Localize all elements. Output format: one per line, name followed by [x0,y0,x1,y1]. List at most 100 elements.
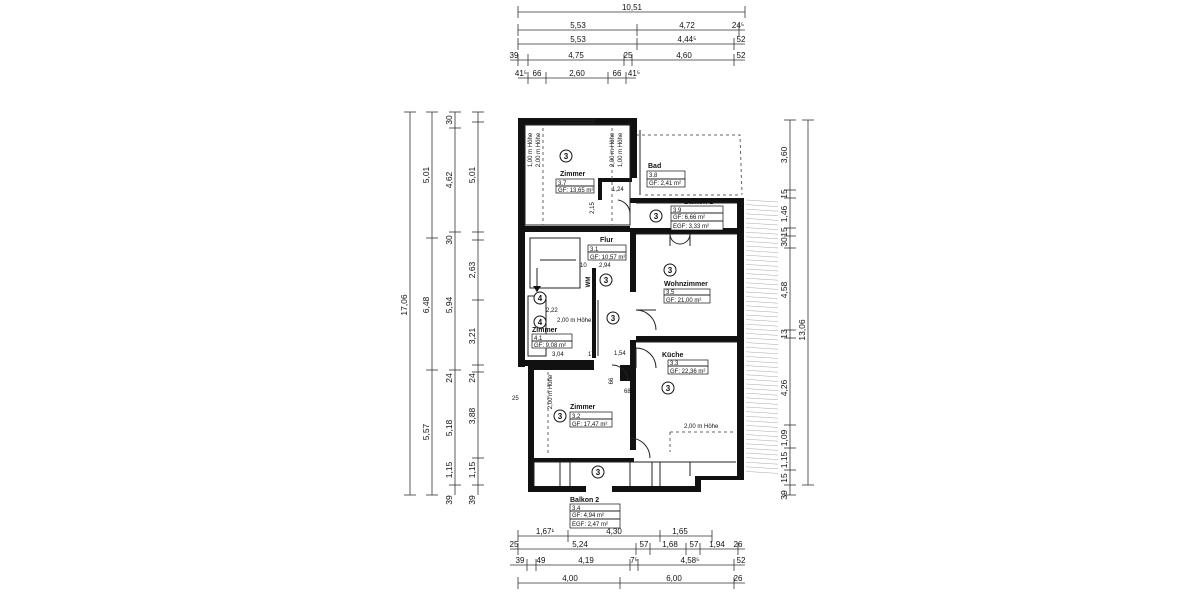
room-area: GF: 13,65 m² [558,188,593,194]
thin-lines [524,119,737,486]
dim-top-r2-a: 5,53 [570,21,586,30]
terrain-hatch-line [745,448,779,451]
terrain-hatch-line [745,461,779,465]
room-badge [649,209,663,223]
dim-right-f: 4,58 [779,281,789,298]
dim-left-c4-c: 30 [444,115,454,125]
room-dim-note: 10 [580,263,587,269]
dim-left-c4-h: 1,15 [467,461,477,478]
room-area: GF: 4,94 m² [572,513,604,519]
room-number: 3.7 [558,181,567,187]
dim-top-r3-b: 4,44⁵ [678,35,697,44]
room-width: 3,04 [552,352,564,358]
dim-right-e: 30 [779,237,789,247]
dim-bot-r3-f: 52 [737,556,746,565]
terrain-hatch-line [745,392,779,396]
terrain-hatch-line [745,264,779,267]
dim-left-c4-i: 30 [444,235,454,245]
room-width: 1,24 [612,187,624,193]
room-number: 3.8 [649,173,658,179]
room-name: Zimmer [560,171,586,178]
room-dim-note: 68 [624,389,631,395]
balcony-outline [636,134,743,196]
dim-top-r5-a: 41⁵ [515,69,527,78]
terrain-hatch-line [745,296,779,299]
terrain-hatch-line [745,406,779,410]
terrain-hatch-line [745,245,779,249]
dim-right-j: 1,15 [779,451,789,468]
dim-bot-r3-e: 4,58⁵ [681,556,700,565]
terrain-hatch-line [745,273,779,276]
dim-left-c4-d: 2,63 [467,261,477,278]
room-badge-number: 3 [604,276,609,285]
terrain-hatch-line [745,319,779,322]
dim-left-c3-b: 5,94 [444,296,454,313]
dim-right-total: 13,06 [797,319,807,341]
room-badge-number: 3 [611,314,616,323]
terrain-hatch-line [745,429,779,433]
terrain-hatch-line [745,360,779,364]
room-number: 3.2 [572,414,581,420]
terrain-hatch-line [745,438,779,442]
dim-bot-r2-a: 25 [510,540,519,549]
dim-bot-r4-c: 26 [734,574,743,583]
terrain-hatch-line [745,287,779,290]
terrain-hatch-line [745,204,779,207]
room-badge [663,263,677,277]
dim-bot-r1-b: 4,30 [606,527,622,536]
terrain-hatch-line [745,425,779,428]
room-badge [591,465,605,479]
dim-bot-r2-g: 26 [734,540,743,549]
terrain-hatch-line [745,402,779,405]
room-name: Balkon 1 [684,199,713,206]
room-zimmer-37: 3 Zimmer 3.7 GF: 13,65 m² 1,00 m Höhe 2,… [528,132,624,194]
dim-right-g: 13 [779,329,789,339]
dim-right-i: 1,09 [779,429,789,446]
room-area: GF: 10,57 m² [590,255,625,261]
dim-left-c4-k: 1,15 [444,461,454,478]
room-area: GF: 6,66 m² [673,215,705,221]
terrain-hatch-line [745,213,779,217]
room-name: Küche [662,352,684,359]
dim-top-tick: 24⁵ [732,21,744,30]
dim-left-c3-d: 39 [444,495,454,505]
bottom-dimensions: 1,67¹ 4,30 1,65 25 5,24 57 1,68 57 1,94 … [510,527,746,589]
room-name: Zimmer [532,327,558,334]
room-badge [559,149,573,163]
terrain-hatch-line [745,236,779,240]
room-width: 2,22 [546,308,558,314]
room-name: Balkon 2 [570,497,599,504]
terrain-hatch-line [745,277,779,281]
dim-bot-r3-a: 39 [516,556,525,565]
dim-bot-r4-a: 4,00 [562,574,578,583]
room-badge-number: 4 [538,318,543,327]
room-zimmer-32: 2,00 m Höhe 25 3 Zimmer 3.2 GF: 17,47 m² [512,374,613,428]
room-hall: 3 1,54 66 68 [606,311,631,395]
top-dimensions: 10,51 24⁵ 5,53 4,72 5,53 4,44⁵ 52 39 4,7… [510,3,746,84]
terrain-hatch-line [745,218,779,221]
dim-left-c4-a: 39 [467,495,477,505]
room-height-note: 2,00 m Höhe [610,132,616,167]
room-area: GF: 2,41 m² [649,181,681,187]
terrain-hatch-line [745,222,779,226]
dim-top-r4-a: 39 [510,51,519,60]
dim-left-c4-g: 3,88 [467,407,477,424]
terrain-hatch-line [745,268,779,272]
terrain-hatch-line [745,452,779,456]
room-name: Flur [600,237,613,244]
dim-left-c4-b: 5,01 [467,166,477,183]
room-dim-note: 25 [512,396,519,402]
room-effective-area: EGF: 3,33 m² [673,224,709,230]
dim-right-c: 1,46 [779,205,789,222]
dim-top-r5-b: 66 [533,69,542,78]
room-badge-number: 3 [666,384,671,393]
terrain-hatch-line [745,351,779,355]
terrain-hatch-line [745,346,779,350]
terrain-hatch-line [745,434,779,437]
room-number: 3.3 [670,361,679,367]
room-badge-number: 3 [654,212,659,221]
room-name: Wohnzimmer [664,281,708,288]
room-badge-number: 3 [668,266,673,275]
dim-bot-r1-a: 1,67¹ [536,527,555,536]
room-badge-number: 3 [564,152,569,161]
